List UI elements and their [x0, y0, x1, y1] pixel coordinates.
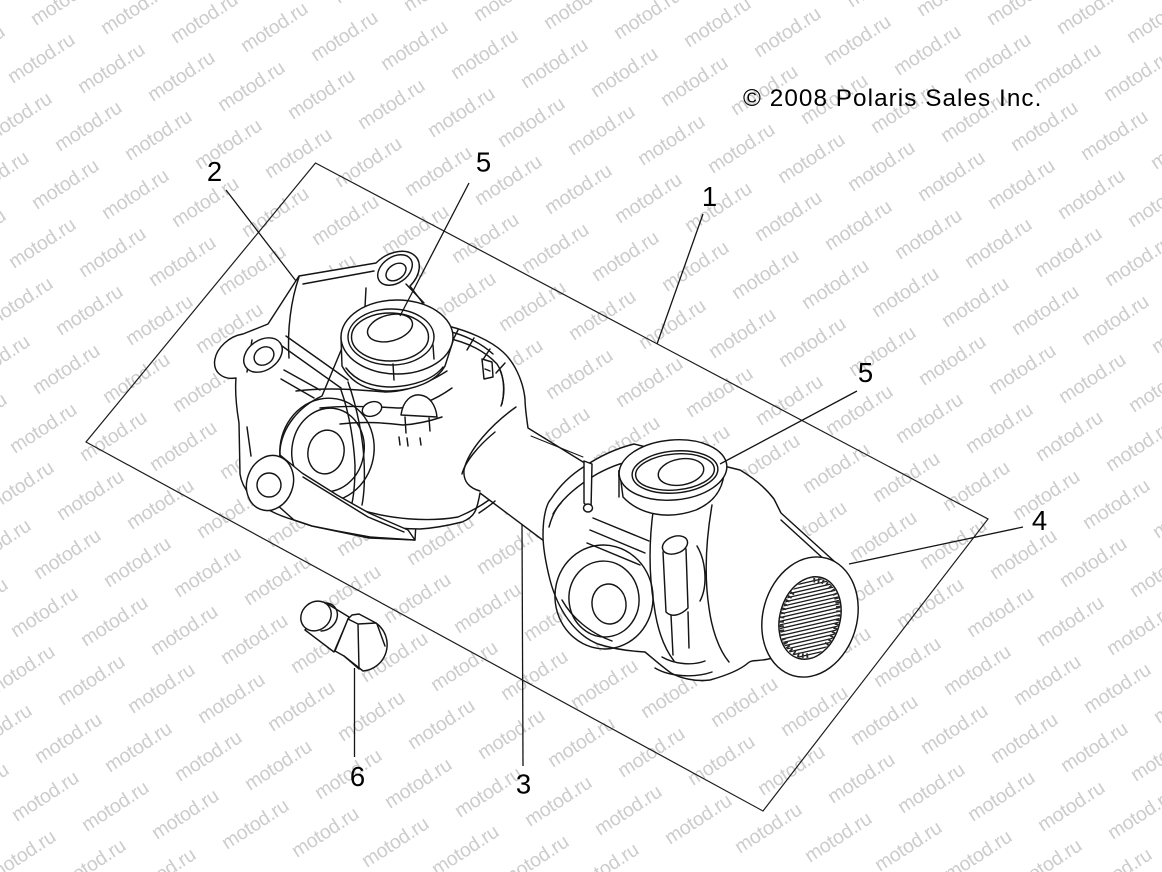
- svg-text:5: 5: [858, 357, 873, 388]
- svg-text:1: 1: [702, 181, 717, 212]
- svg-text:2: 2: [207, 156, 222, 187]
- svg-text:3: 3: [516, 769, 531, 800]
- svg-text:4: 4: [1032, 505, 1047, 536]
- svg-text:© 2008 Polaris Sales Inc.: © 2008 Polaris Sales Inc.: [743, 85, 1042, 112]
- svg-text:5: 5: [476, 147, 491, 178]
- svg-text:6: 6: [350, 761, 365, 792]
